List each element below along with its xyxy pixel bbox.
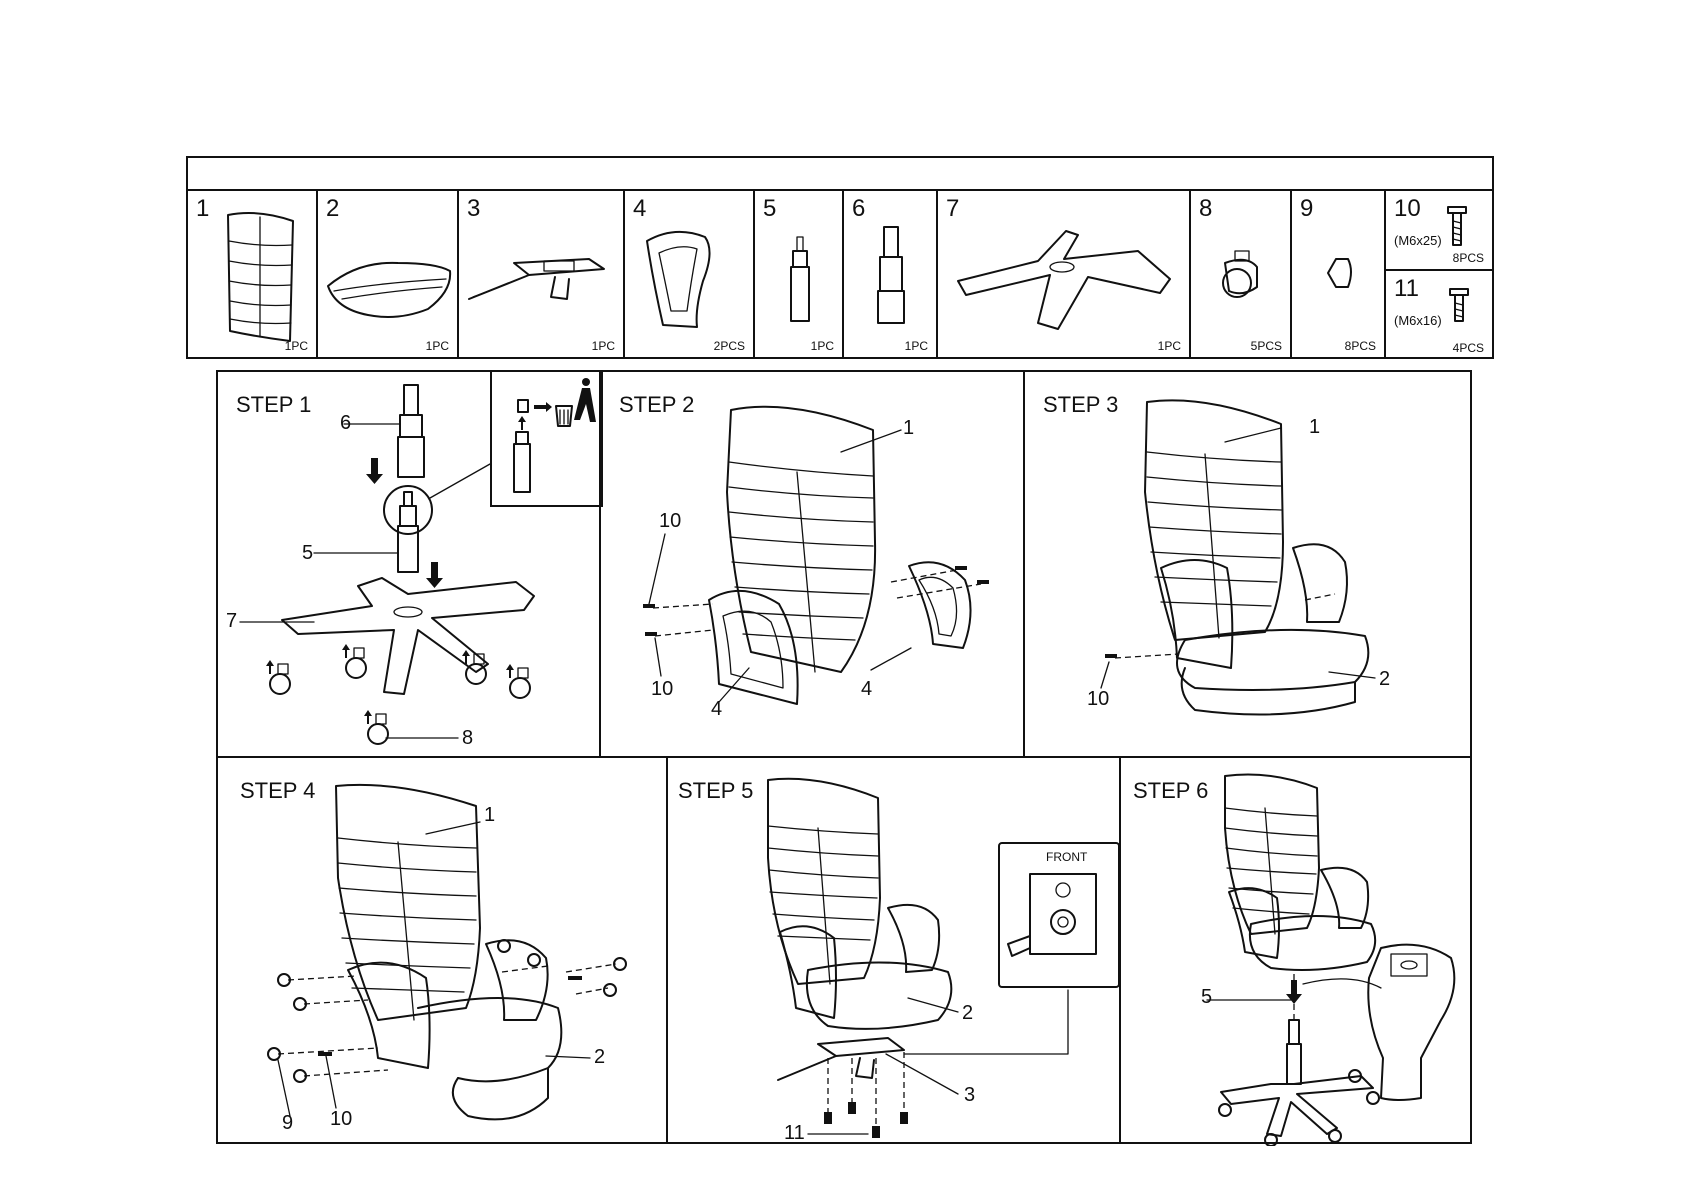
part-10: 10 (M6x25) 8PCS [1386,191,1492,271]
step-4-panel: STEP 4 1 2 9 10 [216,756,668,1144]
part-1: 1 1PC [188,191,318,357]
backrest-icon [227,212,294,342]
step-6-panel: STEP 6 5 [1119,756,1472,1146]
part-11: 11 (M6x16) 4PCS [1386,271,1492,359]
part-number: 9 [1300,195,1314,222]
armrest-icon [646,230,711,328]
part-qty: 1PC [425,339,449,353]
callout: 5 [1201,986,1213,1008]
part-qty: 4PCS [1452,341,1484,355]
step-title: STEP 3 [1043,392,1119,417]
part-5: 5 1PC [755,191,844,357]
step-title: STEP 6 [1133,778,1209,803]
step-title: STEP 5 [678,778,754,803]
callout: 10 [330,1108,353,1130]
step-title: STEP 1 [236,392,312,417]
callout: 10 [659,510,682,532]
star-base-icon [957,230,1171,330]
gas-lift-icon [790,236,810,322]
part-number: 4 [633,195,647,222]
callout: 8 [462,727,474,749]
bolt-icon [1447,206,1467,246]
callout: 9 [282,1112,294,1134]
part-qty: 1PC [904,339,928,353]
step-title: STEP 4 [240,778,316,803]
part-number: 8 [1199,195,1213,222]
part-qty: 1PC [810,339,834,353]
parts-header [186,156,1494,190]
callout: 5 [302,542,314,564]
part-10-11: 10 (M6x25) 8PCS 11 (M6x16) 4PCS [1386,191,1492,357]
part-8: 8 5PCS [1191,191,1292,357]
part-qty: 8PCS [1344,339,1376,353]
part-size: (M6x16) [1394,313,1442,328]
part-qty: 5PCS [1250,339,1282,353]
dispose-cap-icon [513,378,596,493]
part-9: 9 8PCS [1292,191,1386,357]
gas-lift-cover-icon [877,226,905,324]
step-2-diagram [643,405,989,705]
step-5-panel: STEP 5 FRONT 2 3 1 [666,756,1121,1144]
mechanism-top-view-icon [1007,873,1097,957]
callout: 7 [226,610,238,632]
callout: 1 [1309,416,1321,438]
callout: 2 [594,1046,606,1068]
part-number: 10 [1394,195,1421,222]
step-1-inset [490,370,603,507]
caster-icon [1222,250,1258,298]
step-3-panel: STEP 3 1 2 10 [1023,370,1472,758]
part-number: 2 [326,195,340,222]
part-number: 1 [196,195,210,222]
cap-icon [1327,258,1352,288]
mechanism-icon [468,258,605,300]
part-number: 11 [1394,275,1419,302]
callout: 10 [651,678,674,700]
step-1-panel: STEP 1 6 5 [216,370,603,758]
part-6: 6 1PC [844,191,938,357]
part-7: 7 1PC [938,191,1191,357]
step-2-panel: STEP 2 1 10 10 4 4 [599,370,1025,758]
callout: 1 [484,804,496,826]
part-4: 4 2PCS [625,191,755,357]
step-6-diagram [1206,773,1456,1146]
step-4-diagram [267,783,627,1121]
part-qty: 8PCS [1452,251,1484,265]
callout: 10 [1087,688,1110,710]
callout: 6 [340,412,352,434]
part-2: 2 1PC [318,191,459,357]
part-number: 5 [763,195,777,222]
mechanism-front-inset: FRONT [998,842,1120,988]
callout: 2 [1379,668,1391,690]
part-qty: 2PCS [713,339,745,353]
part-qty: 1PC [1157,339,1181,353]
parts-list: 1 1PC 2 1PC 3 1PC 4 2 [186,189,1494,359]
bolt-icon [1449,288,1469,322]
step-3-diagram [1100,399,1376,716]
part-3: 3 1PC [459,191,625,357]
step-5-diagram [767,777,1069,1138]
step-title: STEP 2 [619,392,695,417]
callout: 1 [903,417,915,439]
callout: 3 [964,1084,976,1106]
part-size: (M6x25) [1394,233,1442,248]
part-qty: 1PC [591,339,615,353]
callout: 4 [861,678,873,700]
inset-label: FRONT [1046,850,1088,864]
part-number: 7 [946,195,960,222]
callout: 11 [784,1122,805,1144]
step-1-diagram [239,384,535,745]
part-number: 6 [852,195,866,222]
callout: 2 [962,1002,974,1024]
seat-icon [327,261,452,318]
part-qty: 1PC [284,339,308,353]
callout: 4 [711,698,723,720]
part-number: 3 [467,195,481,222]
